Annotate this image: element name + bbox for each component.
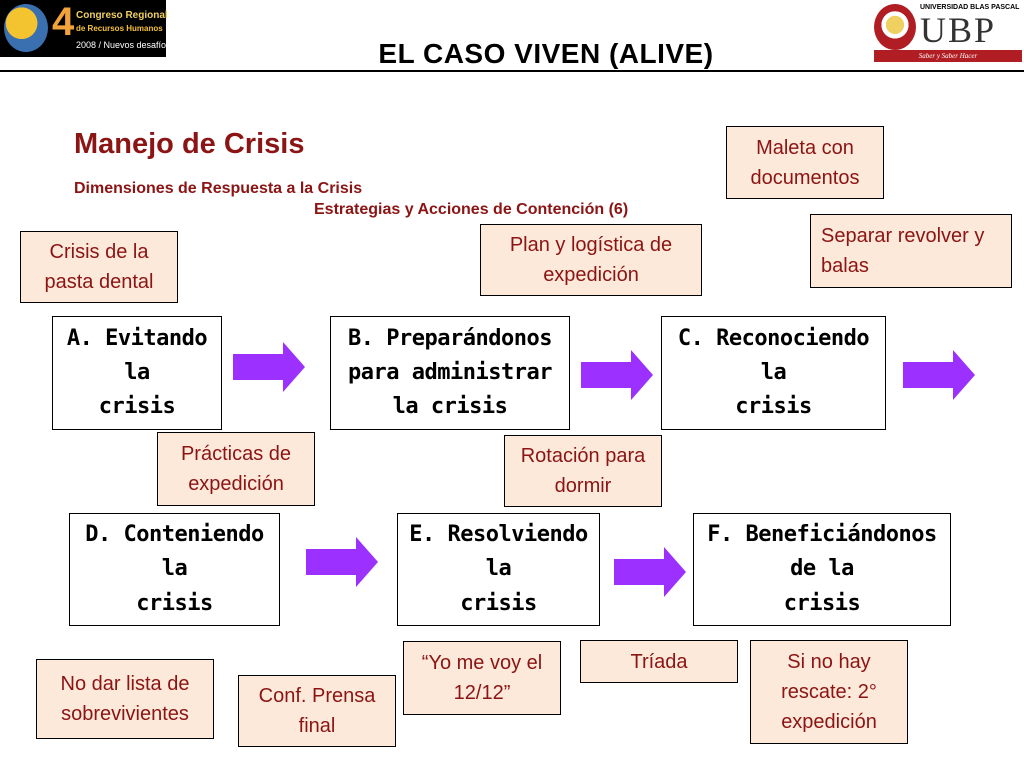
ubp-university-name: UNIVERSIDAD BLAS PASCAL [920,4,1020,11]
stage-f-beneficiandonos: F. Beneficiándonos de la crisis [693,513,951,626]
logo-line-3: 2008 / Nuevos desafíos [76,40,171,50]
note-triada: Tríada [580,640,738,683]
stage-e-resolviendo: E. Resolviendo la crisis [397,513,600,626]
arrow-c-to-next [903,350,975,400]
note-crisis-pasta: Crisis de la pasta dental [20,231,178,303]
arrow-a-to-b [233,342,305,392]
note-practicas: Prácticas de expedición [157,432,315,506]
section-heading: Manejo de Crisis [74,128,305,160]
logo-line-2: de Recursos Humanos [76,24,163,33]
note-separar: Separar revolver y balas [810,214,1012,288]
ubp-logo: UNIVERSIDAD BLAS PASCAL UBP Saber y Sabe… [874,2,1022,62]
stage-c-reconociendo: C. Reconociendo la crisis [661,316,886,430]
note-yo-me-voy: “Yo me voy el 12/12” [403,641,561,715]
ubp-seal-icon [874,4,916,50]
logo-line-1: Congreso Regional [76,10,168,21]
stage-b-preparandonos: B. Preparándonos para administrar la cri… [330,316,570,430]
page-title: EL CASO VIVEN (ALIVE) [378,38,714,69]
subheading-dimensions: Dimensiones de Respuesta a la Crisis [74,180,363,197]
note-maleta: Maleta con documentos [726,126,884,199]
arrow-e-to-f [614,547,686,597]
congreso-emblem-icon [4,4,48,52]
congreso-logo: 4 Congreso Regional de Recursos Humanos … [0,0,171,57]
note-plan-logistica: Plan y logística de expedición [480,224,702,296]
logo-number: 4 [52,0,75,44]
header-divider [0,70,1024,72]
stage-a-evitando: A. Evitando la crisis [52,316,222,430]
arrow-b-to-c [581,350,653,400]
ubp-motto: Saber y Saber Hacer [874,50,1022,62]
arrow-d-to-e [306,537,378,587]
subheading-strategies: Estrategias y Acciones de Contención (6) [314,201,629,218]
note-conf-prensa: Conf. Prensa final [238,675,396,747]
ubp-acronym: UBP [920,10,997,50]
stage-d-conteniendo: D. Conteniendo la crisis [69,513,280,626]
note-rotacion: Rotación para dormir [504,435,662,507]
note-si-no-hay: Si no hay rescate: 2° expedición [750,640,908,744]
note-no-dar-lista: No dar lista de sobrevivientes [36,659,214,739]
